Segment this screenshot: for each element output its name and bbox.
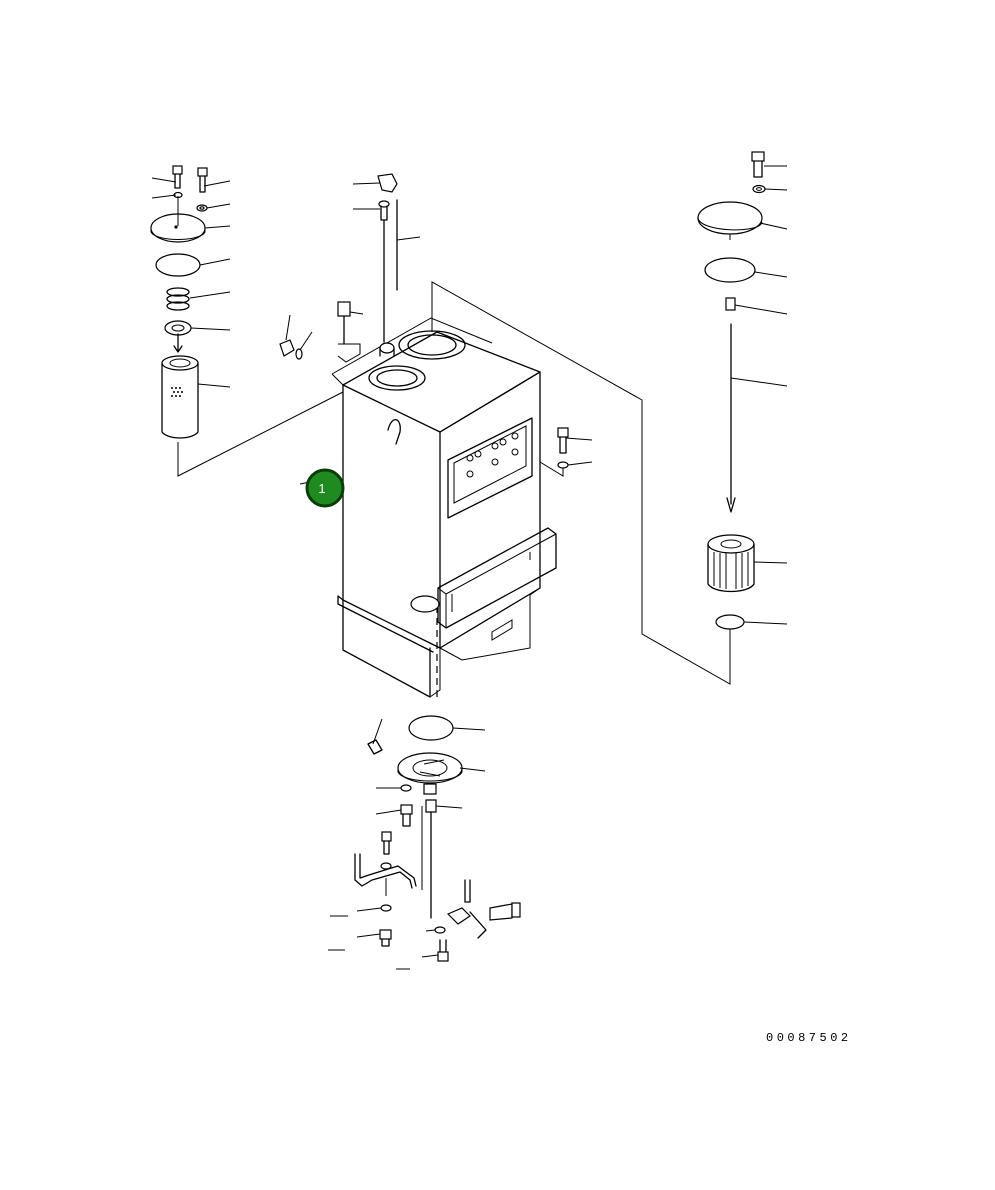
- top-fittings: [279, 173, 398, 363]
- bottom-drain-assembly: [354, 715, 521, 962]
- side-bolt: [539, 427, 569, 477]
- callout-badge-label: 1: [318, 481, 325, 496]
- right-filter-assembly: [431, 151, 766, 685]
- drawing-number: 00087502: [766, 1031, 852, 1045]
- hydraulic-tank: [331, 317, 557, 700]
- callout-badge-circle: [305, 468, 345, 508]
- left-filter-assembly: [150, 165, 344, 477]
- leader-lines: [151, 165, 788, 970]
- callout-badge-1[interactable]: 1: [305, 468, 345, 508]
